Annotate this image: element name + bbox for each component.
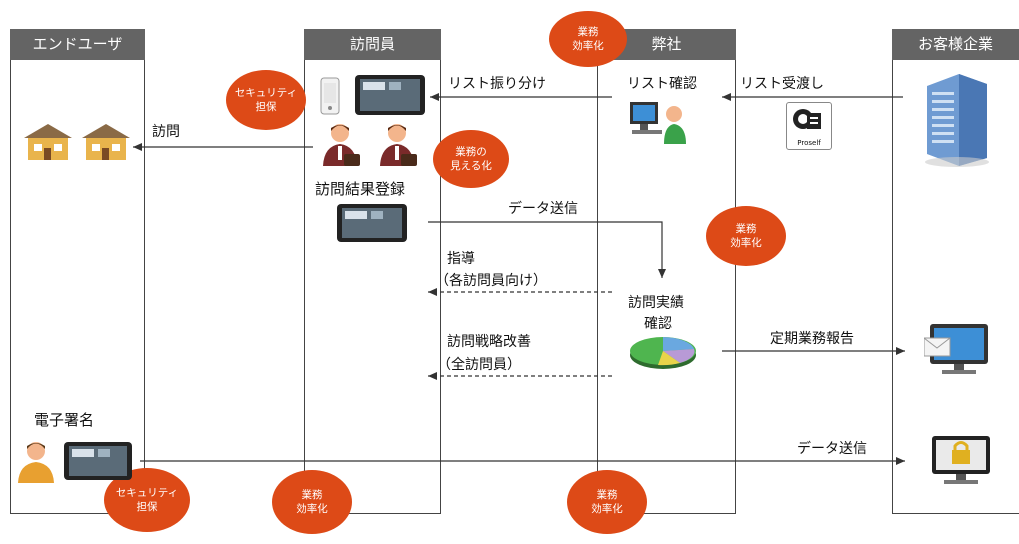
label-list-confirm: リスト確認: [627, 76, 697, 92]
label-strategy-improve-2: （全訪問員）: [437, 357, 521, 373]
pie-chart-icon: [630, 337, 696, 369]
badge-text: セキュリティ: [234, 87, 298, 99]
lane-header-end-user: エンドユーザ: [10, 29, 145, 60]
badge-text: 業務: [735, 223, 757, 235]
label-guidance-2: （各訪問員向け）: [435, 273, 547, 289]
badge-efficiency-bottom-right: 業務 効率化: [567, 470, 647, 534]
label-visit-results-confirm-1: 訪問実績: [628, 295, 684, 311]
badge-text: 見える化: [450, 160, 492, 172]
badge-text: 効率化: [730, 237, 762, 249]
tablet-icon: [355, 75, 425, 115]
operator-pc-icon: [630, 102, 686, 144]
badge-text: 業務: [577, 26, 599, 38]
label-strategy-improve-1: 訪問戦略改善: [447, 334, 531, 350]
label-visit-result-register: 訪問結果登録: [315, 180, 406, 198]
badge-text: 効率化: [296, 503, 328, 515]
arrow-data-send: [428, 221, 666, 278]
end-user-icon: [18, 442, 54, 483]
label-visit-results-confirm-2: 確認: [644, 316, 672, 332]
badge-security-bottom: セキュリティ 担保: [104, 468, 190, 532]
lane-header-customer: お客様企業: [892, 29, 1019, 60]
label-data-send-2: データ送信: [797, 441, 867, 457]
badge-efficiency-top: 業務 効率化: [549, 11, 627, 67]
badge-text: 業務: [596, 489, 618, 501]
proself-label: Proself: [797, 139, 821, 147]
badge-efficiency-mid: 業務 効率化: [706, 206, 786, 266]
office-building-icon: [925, 74, 989, 167]
badge-text: セキュリティ: [115, 487, 179, 499]
label-list-distribute: リスト振り分け: [448, 76, 546, 92]
badge-text: 効率化: [591, 503, 623, 515]
badge-text: 担保: [136, 501, 158, 513]
label-list-handover: リスト受渡し: [740, 76, 824, 92]
label-data-send-1: データ送信: [508, 201, 578, 217]
monitor-lock-icon: [932, 436, 990, 484]
house-icon: [24, 124, 72, 160]
file-share-icon: [793, 109, 821, 129]
badge-text: 効率化: [572, 40, 604, 52]
badge-text: 業務: [301, 489, 323, 501]
lane-visitor: [304, 60, 441, 514]
tablet-icon: [337, 204, 407, 242]
badge-visualization: 業務の 見える化: [433, 130, 509, 188]
house-icon: [82, 124, 130, 160]
label-e-signature: 電子署名: [34, 411, 95, 429]
badge-efficiency-bottom-left: 業務 効率化: [272, 470, 352, 534]
proself-logo: Proself: [786, 102, 832, 150]
smartphone-icon: [320, 77, 340, 115]
label-regular-report: 定期業務報告: [770, 331, 854, 347]
businessman-icon: [323, 124, 360, 166]
label-visit: 訪問: [152, 124, 180, 140]
lane-header-visitor: 訪問員: [304, 29, 441, 60]
badge-text: 業務の: [455, 146, 487, 158]
badge-security-top: セキュリティ 担保: [226, 70, 306, 130]
monitor-mail-icon: [924, 324, 988, 374]
badge-text: 担保: [255, 101, 277, 113]
label-guidance-1: 指導: [447, 251, 475, 267]
businessman-icon: [380, 124, 417, 166]
tablet-icon: [64, 442, 132, 480]
